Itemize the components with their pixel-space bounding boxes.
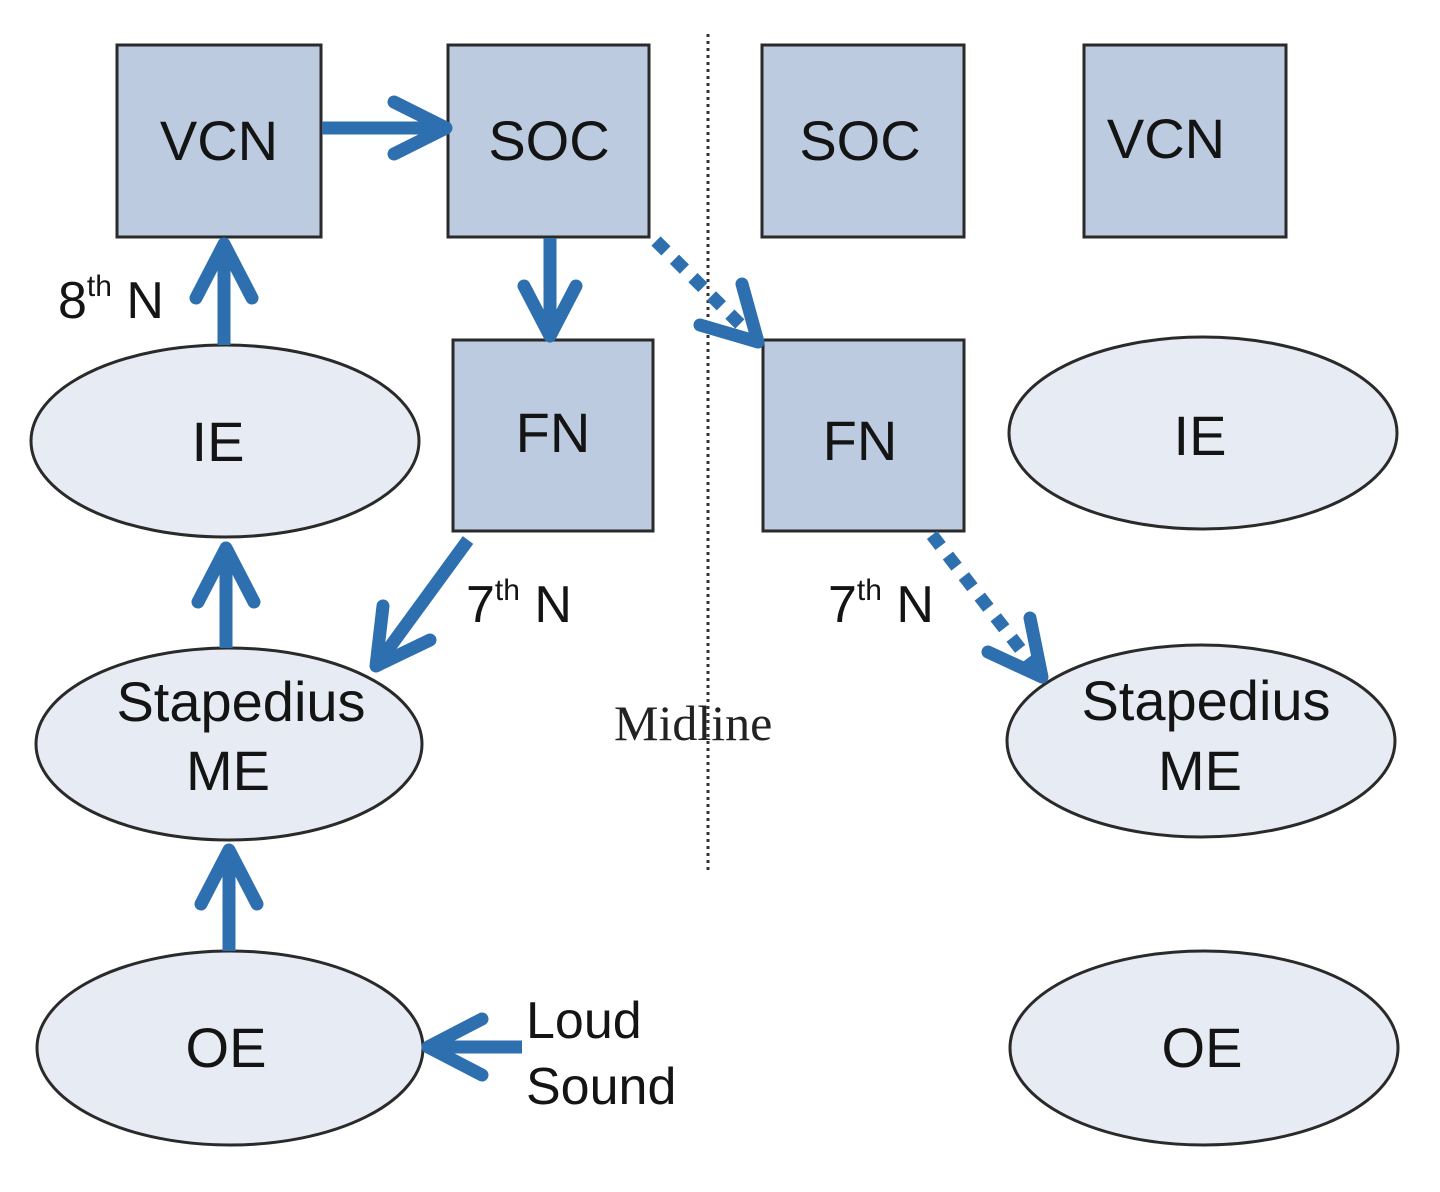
loud-sound-label-line2: Sound: [526, 1058, 676, 1116]
right-ie-node: IE: [1007, 335, 1399, 531]
dotted-arrow-soc-to-right-fn: [651, 236, 765, 349]
right-oe-label: OE: [1162, 1016, 1243, 1079]
arrow-vcn-to-soc: [322, 95, 453, 161]
right-stapedius-label-line1: Stapedius: [1081, 669, 1330, 732]
nerve-7-left-label: 7th N: [466, 574, 572, 634]
right-fn-label: FN: [823, 409, 898, 472]
nerve-8-label: 8th N: [58, 270, 164, 330]
arrow-fn-to-stapedius: [369, 536, 474, 673]
left-ie-node: IE: [29, 343, 421, 539]
left-ie-label: IE: [192, 410, 245, 473]
right-vcn-node: VCN: [1082, 43, 1288, 239]
right-ie-label: IE: [1174, 404, 1227, 467]
midline-label: Midline: [614, 695, 772, 751]
left-fn-label: FN: [516, 401, 591, 464]
right-stapedius-label-line2: ME: [1158, 739, 1242, 802]
arrow-stapedius-to-ie: [191, 541, 261, 648]
nerve-7-right-label: 7th N: [828, 574, 934, 634]
right-vcn-label: VCN: [1107, 107, 1225, 170]
left-stapedius-label-line2: ME: [186, 739, 270, 802]
dotted-arrow-right-fn-to-stapedius: [926, 531, 1049, 684]
left-stapedius-label-line1: Stapedius: [116, 670, 365, 733]
arrow-oe-to-stapedius: [194, 843, 264, 951]
arrow-ie-to-vcn: [189, 237, 259, 345]
arrow-loud-sound-to-oe: [421, 1012, 522, 1082]
left-stapedius-node: Stapedius ME: [34, 646, 424, 842]
right-soc-label: SOC: [799, 109, 920, 172]
left-oe-node: OE: [35, 949, 425, 1147]
loud-sound-label-line1: Loud: [526, 992, 642, 1050]
left-oe-label: OE: [186, 1016, 267, 1079]
left-fn-node: FN: [451, 338, 655, 533]
left-vcn-label: VCN: [160, 109, 278, 172]
left-vcn-node: VCN: [115, 43, 323, 239]
arrow-soc-to-fn: [517, 238, 583, 343]
right-oe-node: OE: [1008, 949, 1400, 1147]
left-soc-label: SOC: [488, 109, 609, 172]
right-soc-node: SOC: [760, 43, 966, 239]
right-stapedius-node: Stapedius ME: [1005, 643, 1397, 839]
left-soc-node: SOC: [446, 43, 651, 239]
right-fn-node: FN: [761, 338, 966, 533]
